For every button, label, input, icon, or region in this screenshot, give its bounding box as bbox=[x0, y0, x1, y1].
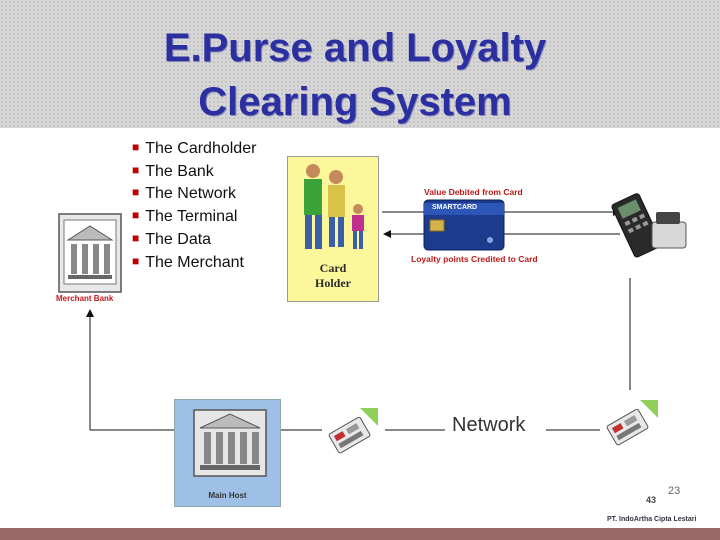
bullet-icon: ■ bbox=[132, 185, 140, 200]
debit-flow-label: Value Debited from Card bbox=[424, 187, 523, 197]
title-banner bbox=[0, 0, 720, 128]
merchant-bank-icon bbox=[58, 213, 122, 293]
card-brand-label: SMARTCARD bbox=[432, 204, 478, 211]
cardholder-label: Card Holder bbox=[315, 261, 351, 290]
page-number: 43 bbox=[646, 495, 657, 505]
title-line-1: E.Purse and Loyalty bbox=[163, 26, 547, 70]
slide-number: 23 bbox=[668, 485, 681, 497]
bullet-item: ■The Data bbox=[132, 230, 212, 248]
bullet-item: ■The Bank bbox=[132, 162, 214, 180]
cardholder-panel: Card Holder bbox=[287, 156, 379, 302]
bullet-icon: ■ bbox=[132, 230, 140, 245]
footer-company: PT. IndoArtha Cipta Lestari bbox=[607, 516, 697, 523]
bullet-icon: ■ bbox=[132, 162, 140, 177]
pos-terminal-icon bbox=[611, 193, 687, 258]
main-host-label: Main Host bbox=[208, 491, 247, 500]
footer-bar bbox=[0, 528, 720, 540]
bullet-item: ■The Terminal bbox=[132, 208, 238, 226]
merchant-bank-label: Merchant Bank bbox=[56, 294, 114, 303]
network-node-left-icon bbox=[322, 408, 378, 454]
network-label: Network bbox=[452, 414, 526, 436]
bullet-item: ■The Merchant bbox=[132, 253, 244, 271]
smartcard-icon bbox=[423, 199, 505, 251]
title-line-2: Clearing System bbox=[198, 80, 512, 124]
bullet-item: ■The Cardholder bbox=[132, 140, 257, 157]
network-node-right-icon bbox=[600, 400, 658, 448]
bullet-item: ■The Network bbox=[132, 185, 236, 203]
credit-flow-label: Loyalty points Credited to Card bbox=[411, 254, 538, 264]
bullet-icon: ■ bbox=[132, 208, 140, 223]
participant-list: ■The Cardholder ■The Bank ■The Network ■… bbox=[132, 138, 256, 274]
family-icon bbox=[304, 164, 364, 249]
bullet-icon: ■ bbox=[132, 140, 140, 154]
bullet-icon: ■ bbox=[132, 253, 140, 268]
main-host-panel: Main Host bbox=[174, 399, 281, 507]
